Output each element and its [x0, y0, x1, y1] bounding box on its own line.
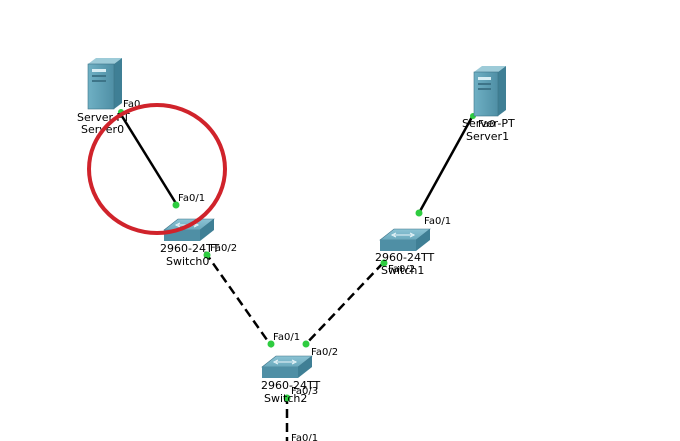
switch0-model-label: 2960-24TT [160, 242, 219, 255]
link-status-dot [302, 340, 310, 348]
switch1-icon[interactable] [379, 228, 431, 251]
switch1-name-label: Switch1 [381, 264, 424, 277]
port-label: Fa0/1 [178, 193, 205, 204]
link-status-dot [380, 259, 388, 267]
server0-model-label: Server-PT [77, 111, 130, 124]
link-status-dot [172, 201, 180, 209]
port-label: Fa0/3 [291, 386, 318, 397]
port-label: Fa0/2 [388, 264, 415, 275]
link-status-dot [267, 340, 275, 348]
link-status-dot [203, 251, 211, 259]
link-switch0-switch2[interactable] [203, 251, 274, 348]
link-server0-switch0[interactable] [118, 112, 179, 206]
switch1-model-label: 2960-24TT [375, 251, 434, 264]
port-label: Fa0/1 [424, 216, 451, 227]
link-status-dot [415, 209, 423, 217]
port-label: Fa0/2 [210, 243, 237, 254]
switch2-icon[interactable] [261, 355, 313, 378]
server0-icon[interactable] [87, 58, 122, 110]
port-label: Fa0/2 [311, 347, 338, 358]
port-label: Fa0 [478, 119, 495, 130]
switch0-name-label: Switch0 [166, 255, 209, 268]
annotation-circle [87, 103, 227, 235]
port-label: Fa0 [123, 99, 140, 110]
switch2-model-label: 2960-24TT [261, 379, 320, 392]
server1-icon[interactable] [473, 66, 506, 117]
server1-name-label: Server1 [466, 130, 509, 143]
switch2-name-label: Switch2 [264, 392, 307, 405]
port-label: Fa0/1 [291, 433, 318, 441]
link-server1-switch1[interactable] [417, 116, 474, 214]
port-label: Fa0/1 [273, 332, 300, 343]
link-switch1-switch2[interactable] [303, 262, 384, 347]
link-status-dot [283, 394, 291, 402]
server1-model-label: Server-PT [462, 117, 515, 130]
